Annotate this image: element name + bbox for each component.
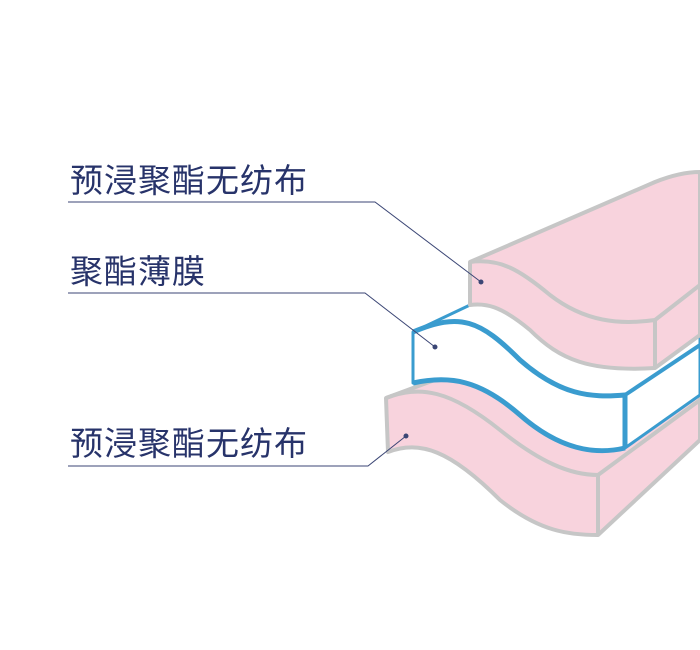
label-bottom-nonwoven: 预浸聚酯无纺布 — [70, 424, 308, 463]
label-top-nonwoven: 预浸聚酯无纺布 — [70, 161, 308, 200]
top-nonwoven-layer — [468, 170, 700, 371]
leader-line-middle — [68, 292, 438, 350]
leader-line-bottom — [68, 433, 409, 467]
leader-line-top — [68, 201, 484, 285]
label-polyester-film: 聚酯薄膜 — [70, 252, 206, 291]
